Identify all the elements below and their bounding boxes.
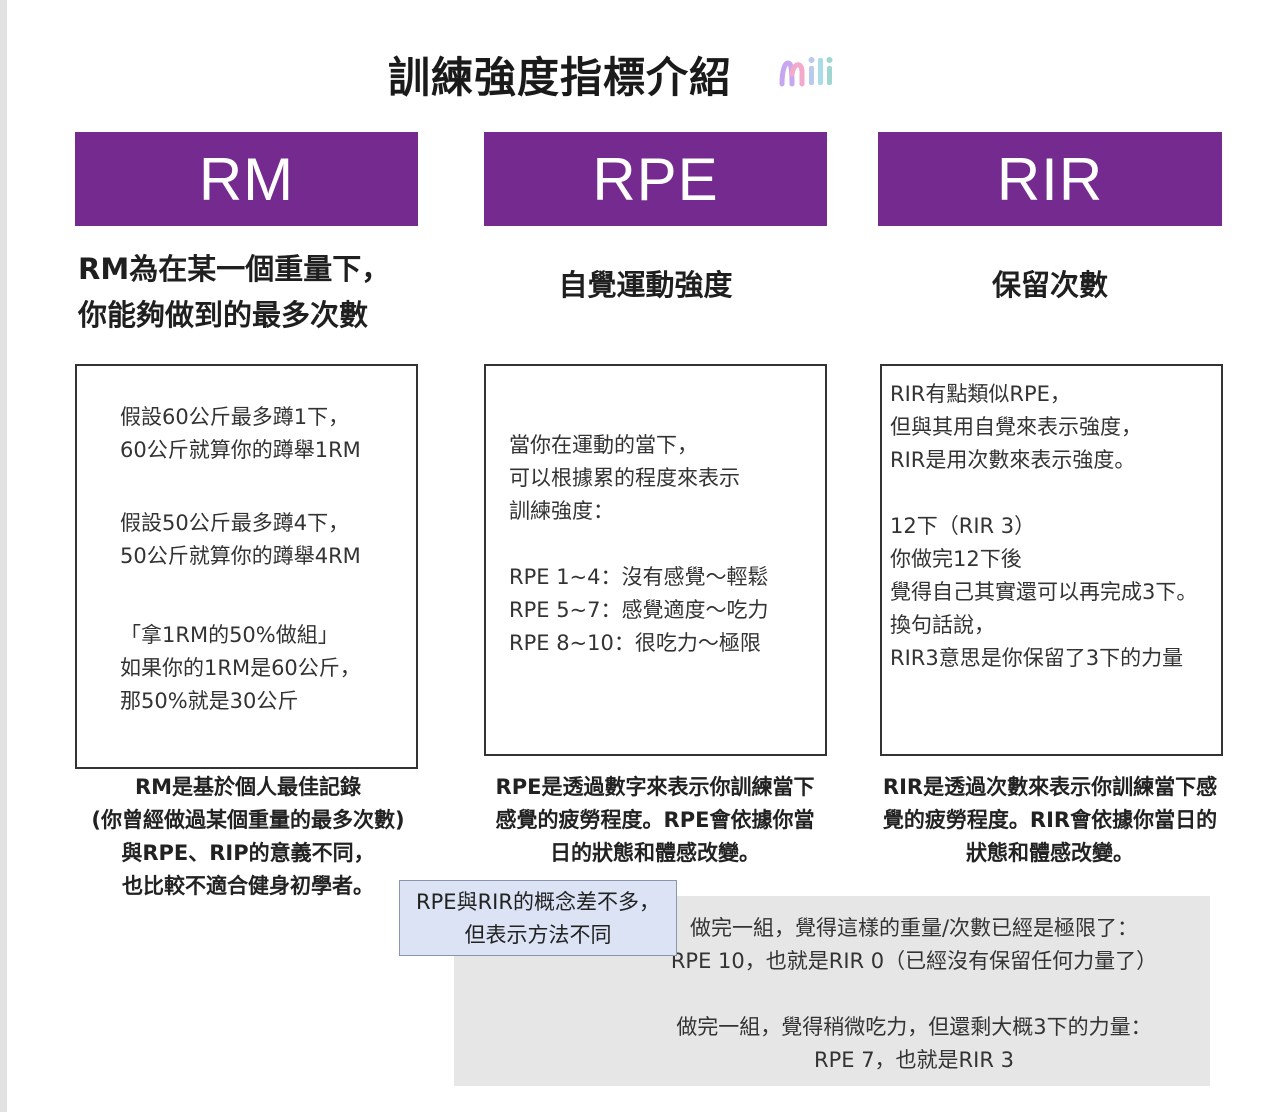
rir-note-line: RIR是透過次數來表示你訓練當下感 — [882, 775, 1218, 799]
rm-box-line: 50公斤就算你的蹲舉4RM — [120, 544, 361, 568]
rir-box-line: 但與其用自覺來表示強度， — [890, 415, 1142, 439]
rm-explanation-text: 假設60公斤最多蹲1下， 60公斤就算你的蹲舉1RM 假設50公斤最多蹲4下， … — [120, 401, 361, 718]
rpe-note: RPE是透過數字來表示你訓練當下 感覺的疲勞程度。RPE會依據你當 日的狀態和體… — [470, 771, 840, 870]
rir-box-line: 12下（RIR 3） — [890, 514, 1036, 538]
rir-explanation-box — [880, 364, 1223, 756]
rir-box-line: RIR3意思是你保留了3下的力量 — [890, 646, 1184, 670]
rm-explanation-box — [75, 364, 418, 769]
rm-subtitle-line: RM為在某一個重量下， — [78, 252, 391, 286]
rm-box-line: 60公斤就算你的蹲舉1RM — [120, 438, 361, 462]
rm-note-line: RM是基於個人最佳記錄 — [134, 775, 362, 799]
example-line: 做完一組，覺得稍微吃力，但還剩大概3下的力量： — [676, 1015, 1152, 1039]
rpe-note-line: 感覺的疲勞程度。RPE會依據你當 — [495, 808, 815, 832]
rpe-rir-callout: RPE與RIR的概念差不多， 但表示方法不同 — [399, 880, 677, 956]
example-line: 做完一組，覺得這樣的重量/次數已經是極限了： — [689, 916, 1139, 940]
rpe-box-line: 訓練強度： — [509, 499, 614, 523]
rm-box-line: 「拿1RM的50%做組」 — [120, 623, 339, 647]
rm-note-line: 也比較不適合健身初學者。 — [122, 874, 374, 898]
rir-note-line: 狀態和體感改變。 — [966, 841, 1134, 865]
rir-note-line: 覺的疲勞程度。RIR會依據你當日的 — [882, 808, 1218, 832]
rir-box-line: RIR有點類似RPE， — [890, 382, 1071, 406]
rm-note-line: 與RPE、RIP的意義不同， — [121, 841, 375, 865]
rm-subtitle-line: 你能夠做到的最多次數 — [78, 298, 369, 332]
rir-box-line: 換句話說， — [890, 613, 995, 637]
rm-subtitle: RM為在某一個重量下， 你能夠做到的最多次數 — [78, 246, 390, 338]
left-edge-strip — [0, 0, 7, 1112]
callout-line: RPE與RIR的概念差不多， — [416, 890, 660, 914]
rm-box-line: 那50%就是30公斤 — [120, 689, 299, 713]
rpe-subtitle: 自覺運動強度 — [558, 268, 733, 302]
rpe-box-line: RPE 8~10：很吃力～極限 — [509, 631, 761, 655]
rpe-note-line: 日的狀態和體感改變。 — [550, 841, 760, 865]
rpe-box-line: 當你在運動的當下， — [509, 433, 698, 457]
rir-explanation-text: RIR有點類似RPE， 但與其用自覺來表示強度， RIR是用次數來表示強度。 1… — [890, 378, 1197, 675]
rir-box-line: 你做完12下後 — [890, 547, 1022, 571]
rm-header: RM — [75, 132, 418, 226]
page-title: 訓練強度指標介紹 — [388, 53, 733, 102]
rpe-box-line: RPE 1~4：沒有感覺～輕鬆 — [509, 565, 769, 589]
rpe-note-line: RPE是透過數字來表示你訓練當下 — [495, 775, 815, 799]
rm-box-line: 假設60公斤最多蹲1下， — [120, 405, 350, 429]
rm-note-line: (你曾經做過某個重量的最多次數) — [91, 808, 405, 832]
rm-box-line: 假設50公斤最多蹲4下， — [120, 511, 350, 535]
rir-header: RIR — [878, 132, 1222, 226]
rpe-explanation-box — [484, 364, 827, 756]
rir-note: RIR是透過次數來表示你訓練當下感 覺的疲勞程度。RIR會依據你當日的 狀態和體… — [862, 771, 1238, 870]
rm-note: RM是基於個人最佳記錄 (你曾經做過某個重量的最多次數) 與RPE、RIP的意義… — [60, 771, 436, 903]
rir-box-line: 覺得自己其實還可以再完成3下。 — [890, 580, 1198, 604]
example-line: RPE 10，也就是RIR 0（已經沒有保留任何力量了） — [670, 949, 1158, 973]
rir-box-line: RIR是用次數來表示強度。 — [890, 448, 1136, 472]
rir-subtitle: 保留次數 — [991, 268, 1108, 302]
rm-box-line: 如果你的1RM是60公斤， — [120, 656, 361, 680]
example-line: RPE 7，也就是RIR 3 — [814, 1048, 1014, 1072]
rpe-explanation-text: 當你在運動的當下， 可以根據累的程度來表示 訓練強度： RPE 1~4：沒有感覺… — [509, 429, 769, 660]
rpe-box-line: RPE 5~7：感覺適度～吃力 — [509, 598, 769, 622]
rpe-box-line: 可以根據累的程度來表示 — [509, 466, 740, 490]
rpe-header: RPE — [484, 132, 827, 226]
callout-line: 但表示方法不同 — [464, 923, 612, 947]
brand-logo — [779, 57, 833, 87]
